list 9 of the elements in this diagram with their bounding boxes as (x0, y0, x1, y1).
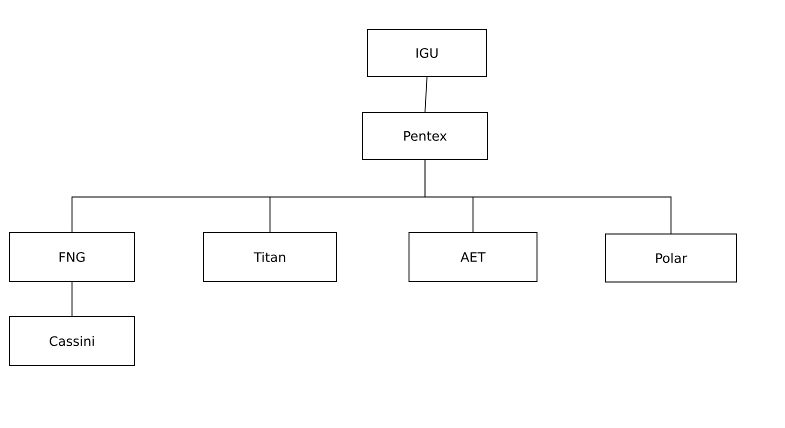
org-box: IGU (367, 29, 487, 77)
org-box: Polar (605, 234, 737, 282)
org-box: Titan (203, 232, 337, 282)
org-box: FNG (9, 232, 135, 282)
org-box: Cassini (9, 316, 135, 366)
connector-line (424, 76, 428, 112)
org-box: AET (408, 232, 538, 282)
org-box: Pentex (362, 112, 488, 160)
connector-line (424, 160, 672, 234)
